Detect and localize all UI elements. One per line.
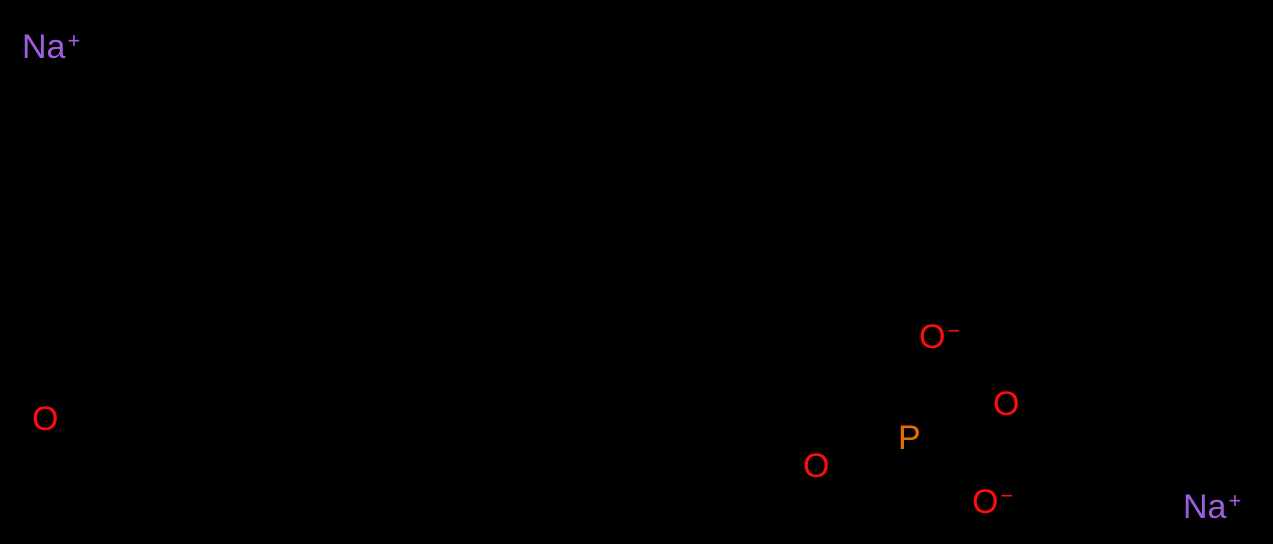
atom-symbol: Na [1183, 488, 1227, 526]
atom-charge: − [1000, 483, 1014, 508]
atom-sodium-2: Na+ [1183, 488, 1242, 526]
atom-symbol: O [993, 385, 1020, 423]
atom-oxygen-ester: O [803, 449, 831, 483]
atom-phosphorus: P [898, 421, 923, 455]
atom-charge: + [1228, 488, 1242, 513]
atom-charge: − [947, 318, 961, 343]
atom-symbol: O [32, 400, 59, 438]
atom-sodium-1: Na+ [22, 28, 81, 66]
atom-symbol: O [919, 318, 946, 356]
atom-oxygen-anion-bottom: O− [972, 483, 1014, 521]
atom-oxygen-double: O [993, 387, 1021, 421]
atom-symbol: Na [22, 28, 66, 66]
atom-symbol: P [898, 419, 921, 457]
atom-oxygen-anion-top: O− [919, 318, 961, 356]
atom-symbol: O [803, 447, 830, 485]
atom-oxygen-ketone: O [32, 402, 60, 436]
atom-charge: + [67, 28, 81, 53]
atom-symbol: O [972, 483, 999, 521]
